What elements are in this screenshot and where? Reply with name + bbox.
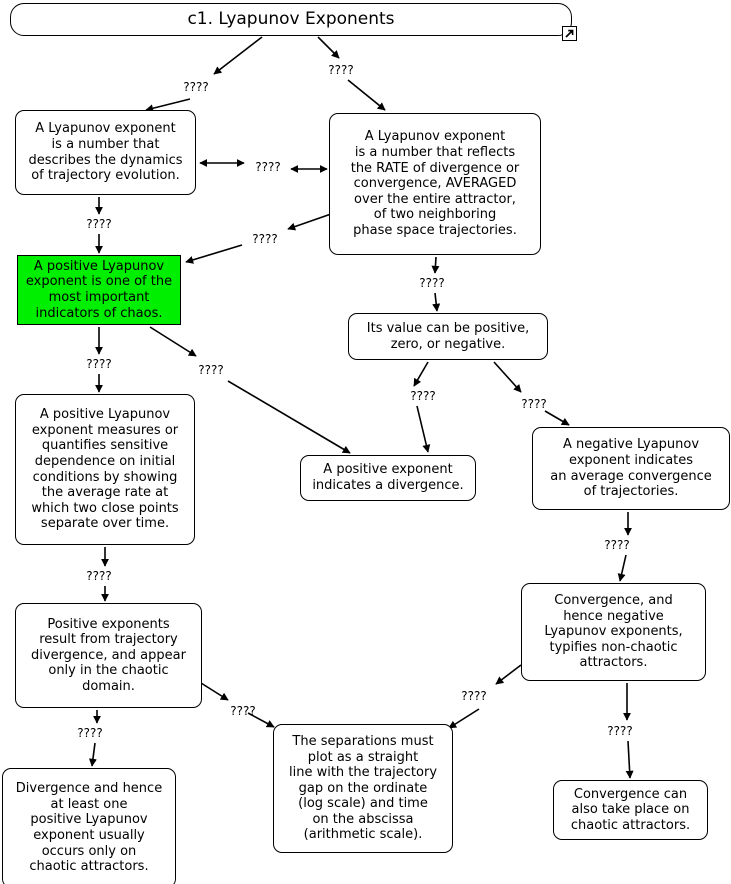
edge-indicator-to-sensitive-label[interactable]: ???? <box>86 357 112 371</box>
edge-dynamics-rate-bidirectional-label[interactable]: ???? <box>255 160 281 174</box>
edge-value-to-negative-segment-2 <box>544 410 570 426</box>
node-lyapunov-dynamics[interactable]: A Lyapunov exponent is a number that des… <box>15 110 196 195</box>
external-link-arrow-icon[interactable] <box>562 26 577 41</box>
edge-positive-exponents-to-divergence-hence-label[interactable]: ???? <box>77 726 103 740</box>
edge-value-to-divergence-segment-1 <box>413 361 429 387</box>
edge-rate-to-indicator-label[interactable]: ???? <box>252 232 278 246</box>
node-separations-straight-line[interactable]: The separations must plot as a straight … <box>273 724 453 853</box>
node-positive-exponents-chaotic-domain[interactable]: Positive exponents result from trajector… <box>15 603 202 708</box>
edge-positive-exponents-to-separations-label[interactable]: ???? <box>230 704 256 718</box>
edge-title-to-dynamics-segment-2 <box>145 98 191 113</box>
edge-positive-exponents-to-separations-segment-1 <box>200 682 229 701</box>
edge-rate-to-indicator-segment-1 <box>287 213 332 231</box>
edge-positive-exponents-to-divergence-hence-segment-2 <box>88 742 97 767</box>
node-positive-exponent-divergence[interactable]: A positive exponent indicates a divergen… <box>300 455 476 501</box>
edge-negative-to-nonchaotic-label[interactable]: ???? <box>604 538 630 552</box>
edge-negative-to-nonchaotic-segment-2 <box>617 554 627 582</box>
edge-nonchaotic-to-separations-label[interactable]: ???? <box>461 689 487 703</box>
edge-value-to-divergence-label[interactable]: ???? <box>410 389 436 403</box>
node-sensitive-dependence[interactable]: A positive Lyapunov exponent measures or… <box>15 394 195 545</box>
node-negative-convergence[interactable]: A negative Lyapunov exponent indicates a… <box>532 427 730 510</box>
edge-nonchaotic-to-separations-segment-1 <box>495 664 522 685</box>
edge-indicator-to-divergence-segment-2 <box>227 380 351 454</box>
node-value-sign[interactable]: Its value can be positive, zero, or nega… <box>348 313 548 360</box>
edge-title-to-rate-segment-1 <box>317 36 340 59</box>
edge-rate-to-value-segment-1 <box>431 256 440 274</box>
edge-title-to-rate-label[interactable]: ???? <box>328 63 354 77</box>
edge-sensitive-to-positive-exponents-label[interactable]: ???? <box>86 569 112 583</box>
edge-nonchaotic-to-convergence-chaotic-label[interactable]: ???? <box>607 724 633 738</box>
edge-value-to-negative-segment-1 <box>493 361 522 393</box>
edge-value-to-negative-label[interactable]: ???? <box>521 397 547 411</box>
edge-indicator-to-divergence-segment-1 <box>149 326 197 357</box>
node-nonchaotic-attractors[interactable]: Convergence, and hence negative Lyapunov… <box>521 583 706 681</box>
edge-title-to-dynamics-segment-1 <box>213 36 263 75</box>
edge-indicator-to-divergence-label[interactable]: ???? <box>198 363 224 377</box>
edge-rate-to-value-label[interactable]: ???? <box>419 276 445 290</box>
edge-dynamics-to-indicator-label[interactable]: ???? <box>86 217 112 231</box>
node-divergence-chaotic-attractors[interactable]: Divergence and hence at least one positi… <box>2 768 176 884</box>
node-positive-indicator-chaos[interactable]: A positive Lyapunov exponent is one of t… <box>17 255 181 325</box>
edge-rate-to-indicator-segment-2 <box>185 244 243 264</box>
node-convergence-chaotic-attractors[interactable]: Convergence can also take place on chaot… <box>553 780 708 840</box>
edge-nonchaotic-to-separations-segment-2 <box>448 708 480 729</box>
edge-nonchaotic-to-convergence-chaotic-segment-2 <box>625 740 634 779</box>
node-lyapunov-rate[interactable]: A Lyapunov exponent is a number that ref… <box>329 113 541 255</box>
edge-title-to-dynamics-label[interactable]: ???? <box>183 80 209 94</box>
concept-title[interactable]: c1. Lyapunov Exponents <box>10 3 572 36</box>
edge-title-to-rate-segment-2 <box>347 79 386 111</box>
edge-rate-to-value-segment-2 <box>432 292 441 312</box>
edge-value-to-divergence-segment-2 <box>416 405 431 453</box>
